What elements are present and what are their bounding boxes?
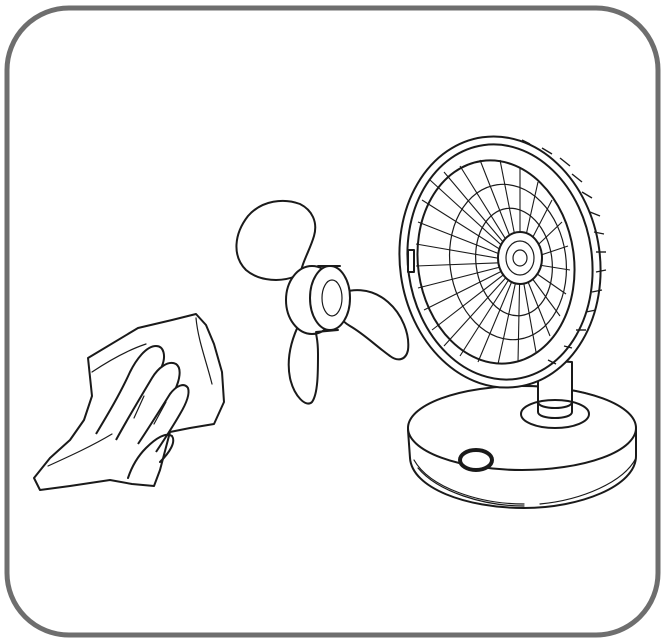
power-button-icon	[460, 450, 492, 470]
